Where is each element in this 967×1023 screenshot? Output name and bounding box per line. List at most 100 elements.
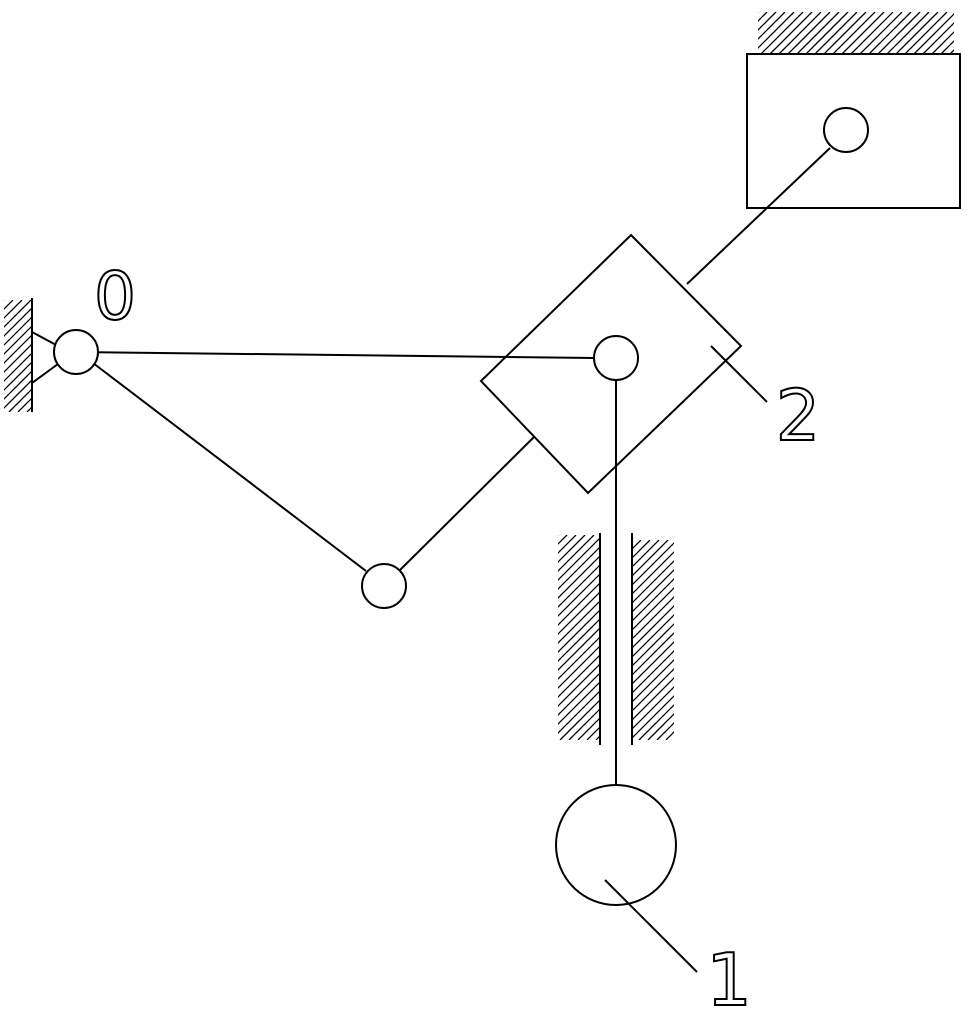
- hatch-stroke: [665, 731, 674, 740]
- hatch-stroke: [558, 645, 600, 689]
- hatch-stroke: [4, 343, 32, 373]
- label-pivot: 0: [94, 258, 136, 335]
- hatch-stroke: [913, 13, 954, 54]
- hatch-stroke: [632, 569, 674, 613]
- link-pivot-to-lower-joint: [92, 362, 367, 572]
- hatch-stroke: [632, 686, 674, 730]
- hatch-stroke: [4, 334, 32, 364]
- hatch-stroke: [859, 12, 903, 54]
- hatch-stroke: [823, 12, 867, 54]
- link-lower-joint-to-slider: [399, 436, 535, 571]
- top-block: [746, 53, 961, 209]
- hatch-stroke: [904, 12, 948, 54]
- hatch-stroke: [632, 542, 674, 586]
- pivot-support-lower: [31, 363, 59, 384]
- hatch-stroke: [796, 12, 840, 54]
- hatch-stroke: [558, 535, 586, 563]
- hatch-stroke: [558, 537, 600, 581]
- hatch-stroke: [632, 540, 669, 577]
- leader-line-part-two: [710, 345, 768, 403]
- slider-joint: [593, 335, 639, 381]
- hatch-stroke: [805, 12, 849, 54]
- hatch-stroke: [632, 578, 674, 622]
- hatch-stroke: [4, 370, 32, 400]
- hatch-stroke: [787, 12, 831, 54]
- hatch-stroke: [4, 300, 5, 301]
- hatch-stroke: [922, 22, 954, 54]
- hatch-stroke: [577, 717, 600, 740]
- hatch-stroke: [632, 551, 674, 595]
- hatch-stroke: [558, 618, 600, 662]
- hatch-stroke: [8, 388, 32, 412]
- hatch-stroke: [895, 12, 939, 54]
- weight-ball: [555, 784, 677, 906]
- hatch-stroke: [758, 12, 768, 22]
- hatch-stroke: [841, 12, 885, 54]
- pivot-support-upper: [31, 331, 59, 347]
- hatch-stroke: [632, 540, 651, 559]
- hatch-stroke: [558, 535, 595, 572]
- hatch-stroke: [656, 722, 674, 740]
- lower-joint: [361, 563, 407, 609]
- hatch-stroke: [632, 695, 674, 739]
- hatch-stroke: [558, 609, 600, 653]
- hatch-stroke: [558, 564, 600, 608]
- hatch-stroke: [778, 12, 822, 54]
- hatch-stroke: [559, 699, 600, 740]
- hatch-stroke: [558, 681, 600, 725]
- fixed-pivot-joint: [53, 329, 99, 375]
- top-ground-hatch: [758, 12, 954, 54]
- hatch-stroke: [558, 535, 577, 554]
- hatch-stroke: [558, 600, 600, 644]
- hatch-stroke: [632, 587, 674, 631]
- hatch-stroke: [4, 307, 32, 337]
- hatch-stroke: [4, 352, 32, 382]
- hatch-stroke: [832, 12, 876, 54]
- hatch-stroke: [558, 672, 600, 716]
- hatch-stroke: [632, 605, 674, 649]
- leader-line-part-one: [604, 879, 698, 973]
- hatch-stroke: [632, 659, 674, 703]
- hatch-stroke: [4, 316, 32, 346]
- hatch-stroke: [558, 555, 600, 599]
- hatch-stroke: [758, 12, 759, 13]
- top-block-joint: [823, 107, 869, 153]
- hatch-stroke: [647, 713, 674, 740]
- hatch-stroke: [868, 12, 912, 54]
- hatch-stroke: [886, 12, 930, 54]
- hatch-stroke: [760, 12, 804, 54]
- hatch-stroke: [632, 560, 674, 604]
- hatch-stroke: [931, 31, 954, 54]
- hatch-stroke: [632, 614, 674, 658]
- hatch-stroke: [558, 591, 600, 635]
- hatch-stroke: [558, 663, 600, 707]
- hatch-stroke: [632, 641, 674, 685]
- hatch-stroke: [632, 632, 674, 676]
- link-pivot-to-slider: [75, 351, 595, 359]
- hatch-stroke: [638, 704, 674, 740]
- guide-left-hatch: [558, 535, 600, 740]
- hatch-stroke: [558, 690, 600, 734]
- hatch-stroke: [558, 627, 600, 671]
- slider-block: [479, 233, 743, 495]
- link-slider-to-top-block: [686, 147, 831, 285]
- hatch-stroke: [558, 582, 600, 626]
- hatch-stroke: [4, 379, 32, 409]
- hatch-stroke: [632, 623, 674, 667]
- hatch-stroke: [632, 668, 674, 712]
- hatch-stroke: [586, 726, 600, 740]
- hatch-stroke: [632, 540, 642, 550]
- hatch-stroke: [877, 12, 921, 54]
- hatch-stroke: [940, 40, 954, 54]
- hatch-stroke: [769, 12, 813, 54]
- label-part-one: 1: [706, 938, 752, 1018]
- hatch-stroke: [558, 573, 600, 617]
- guide-right-hatch: [632, 540, 674, 740]
- hatch-stroke: [758, 12, 777, 31]
- hatch-stroke: [850, 12, 894, 54]
- hatch-stroke: [558, 654, 600, 698]
- hatch-stroke: [758, 12, 795, 49]
- hatch-stroke: [814, 12, 858, 54]
